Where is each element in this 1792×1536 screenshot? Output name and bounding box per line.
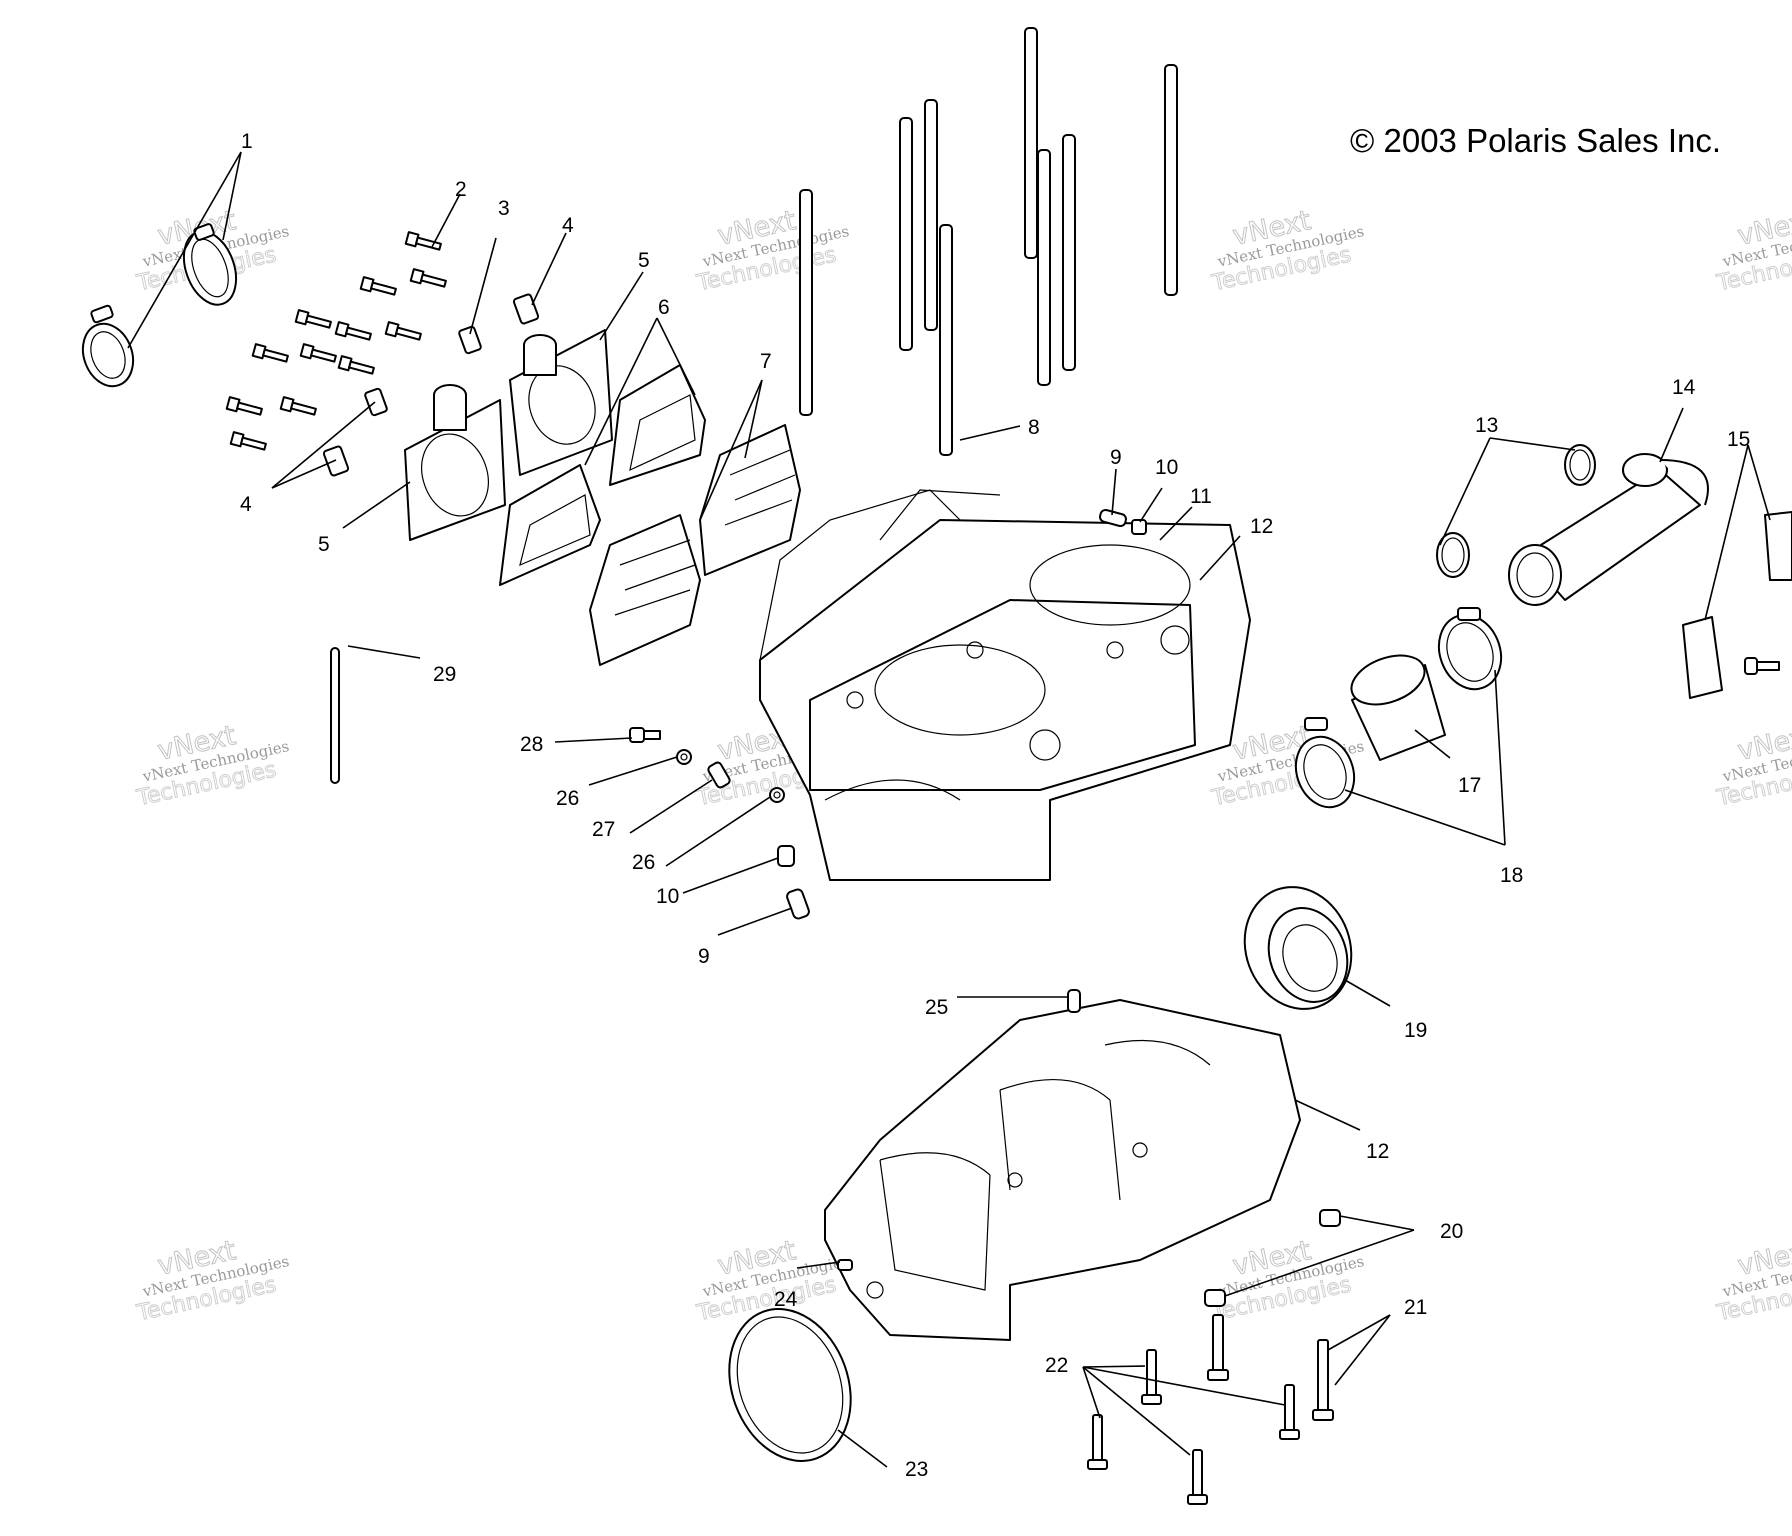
part-6-adapters: [499, 364, 706, 586]
part-18-hose-clamps: [1294, 607, 1503, 809]
callout-4: 4: [562, 214, 574, 237]
watermark: vNext vNext Technologies Technologies: [1714, 1235, 1792, 1327]
callout-11: 11: [1190, 485, 1212, 508]
callout-2: 2: [455, 178, 467, 201]
part-23-snap-ring: [728, 1308, 852, 1462]
part-13-orings: [1436, 444, 1596, 578]
part-8-studs: [799, 27, 1178, 456]
callout-24: 24: [774, 1288, 798, 1311]
callout-12a: 12: [1250, 515, 1273, 538]
callout-23: 23: [905, 1458, 928, 1481]
callout-14: 14: [1672, 376, 1696, 399]
part-24-pin: [837, 1259, 853, 1271]
callout-27: 27: [592, 818, 615, 841]
callout-1: 1: [241, 130, 253, 153]
lower-crankcase: [824, 989, 1301, 1341]
leader-lines: [127, 151, 1771, 1468]
watermark: vNext vNext Technologies Technologies: [134, 720, 291, 812]
callout-9a: 9: [1110, 446, 1122, 469]
callout-20: 20: [1440, 1220, 1463, 1243]
watermark: vNext vNext Technologies Technologies: [694, 205, 851, 297]
part-21-22-bolts: [1087, 1314, 1334, 1505]
callout-10b: 10: [656, 885, 679, 908]
callout-9b: 9: [698, 945, 710, 968]
part-5-flanges: [404, 329, 613, 541]
watermark: vNext vNext Technologies Technologies: [1209, 205, 1366, 297]
callout-18: 18: [1500, 864, 1523, 887]
callout-13: 13: [1475, 414, 1498, 437]
part-1-hose-clamps: [81, 223, 238, 388]
part-26-27-28-fasteners: [629, 727, 785, 803]
callout-12b: 12: [1366, 1140, 1389, 1163]
callout-7: 7: [760, 350, 772, 373]
part-2-bolts: [225, 231, 447, 451]
callout-26b: 26: [632, 851, 655, 874]
callout-5b: 5: [318, 533, 330, 556]
part-14-elbow-tube: [1508, 453, 1709, 606]
part-15-brackets: [1682, 511, 1792, 699]
callout-19: 19: [1404, 1019, 1427, 1042]
part-9-10-11-dowels: [777, 508, 1147, 920]
callout-17: 17: [1458, 774, 1481, 797]
watermark: vNext vNext Technologies Technologies: [1714, 720, 1792, 812]
callout-6: 6: [658, 296, 670, 319]
callout-10a: 10: [1155, 456, 1178, 479]
part-19-oil-seal: [1243, 886, 1353, 1010]
upper-crankcase: [759, 489, 1251, 881]
callout-3: 3: [498, 197, 510, 220]
callout-15: 15: [1727, 428, 1750, 451]
part-29-seal-strip: [330, 647, 340, 784]
callout-21: 21: [1404, 1296, 1427, 1319]
callout-26a: 26: [556, 787, 579, 810]
callout-4b: 4: [240, 493, 252, 516]
part-20-plugs: [1204, 1209, 1341, 1307]
callout-28: 28: [520, 733, 543, 756]
callout-8: 8: [1028, 416, 1040, 439]
callout-29: 29: [433, 663, 456, 686]
callout-22: 22: [1045, 1354, 1068, 1377]
watermark: vNext vNext Technologies Technologies: [1714, 205, 1792, 297]
callout-5: 5: [638, 249, 650, 272]
callout-labels: 1 2 3 4 5 6 7 4 5 8 9 10 11 12 13 14 15 …: [240, 130, 1750, 1481]
callout-25: 25: [925, 996, 948, 1019]
watermark: vNext vNext Technologies Technologies: [134, 1235, 291, 1327]
watermarks: vNext vNext Technologies Technologies vN…: [134, 205, 1792, 1327]
copyright-notice: © 2003 Polaris Sales Inc.: [1350, 122, 1721, 159]
